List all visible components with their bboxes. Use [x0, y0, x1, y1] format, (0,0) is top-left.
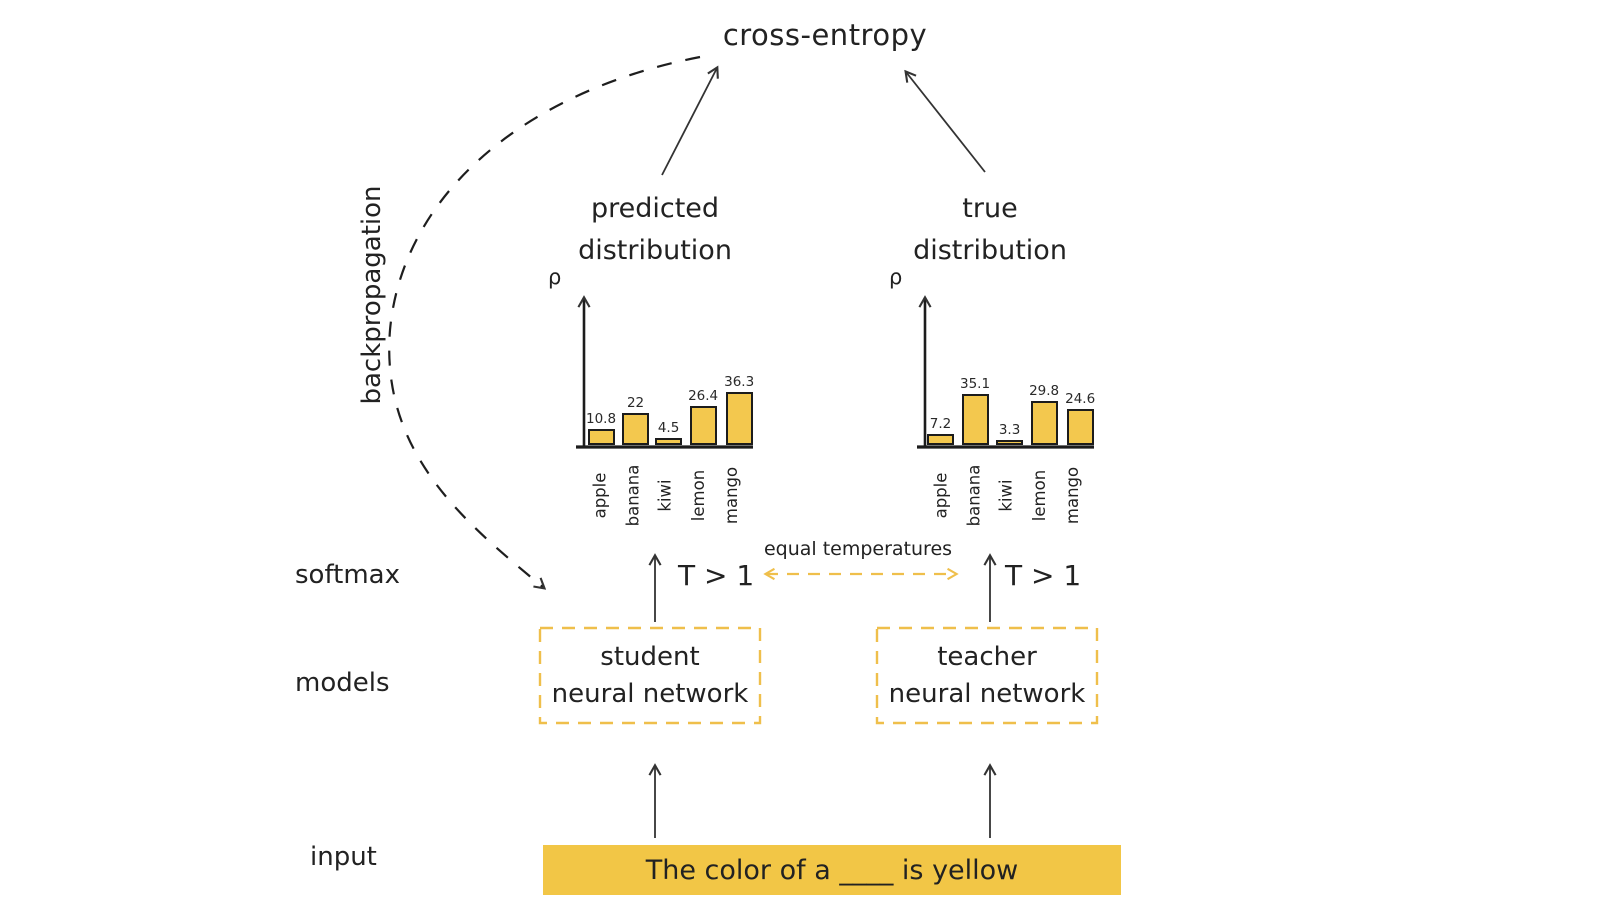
category-label-mango: mango	[1059, 452, 1086, 538]
teacher-box-border	[875, 626, 1099, 725]
category-label-text: kiwi	[997, 478, 1016, 512]
predicted-distribution-title: predicted distribution	[525, 188, 785, 272]
true-title-line2: distribution	[913, 235, 1067, 266]
bar-banana	[961, 394, 989, 445]
true-distribution-title: true distribution	[860, 188, 1120, 272]
teacher-box-line2: neural network	[888, 678, 1086, 709]
teacher-box-line1: teacher	[937, 641, 1037, 672]
bar-group-mango: 36.3	[724, 374, 754, 445]
temperature-left-label: T > 1	[678, 559, 755, 592]
bar-value-label: 36.3	[724, 374, 755, 390]
category-label-kiwi: kiwi	[652, 452, 679, 538]
category-label-banana: banana	[960, 452, 987, 538]
true-ylabel-rho: ρ	[889, 265, 903, 289]
bar-value-label: 22	[626, 395, 645, 411]
bar-group-banana: 22	[622, 395, 650, 445]
softmax-label: softmax	[295, 560, 400, 590]
equal-temperatures-label: equal temperatures	[763, 538, 953, 560]
category-label-text: mango	[1063, 466, 1082, 524]
true-distribution-categories: apple banana kiwi lemon mango	[927, 452, 1086, 538]
student-box-border	[538, 626, 762, 725]
arrow-true-to-crossentropy	[906, 72, 986, 173]
bar-value-label: 24.6	[1065, 391, 1096, 407]
teacher-neural-network-box: teacher neural network	[877, 628, 1097, 723]
true-distribution-bars: 7.2 35.1 3.3 29.8 24.6	[927, 376, 1095, 445]
predicted-distribution-categories: apple banana kiwi lemon mango	[586, 452, 745, 538]
input-sentence-box: The color of a ____ is yellow	[543, 845, 1121, 895]
category-label-text: apple	[931, 472, 951, 518]
bar-apple	[587, 429, 615, 445]
arrow-predicted-to-crossentropy	[661, 68, 717, 176]
backpropagation-dashed-arrow	[388, 55, 701, 588]
bar-value-label: 35.1	[960, 376, 991, 392]
student-box-line2: neural network	[551, 678, 749, 709]
bar-mango	[1066, 409, 1094, 445]
bar-group-lemon: 29.8	[1029, 383, 1059, 445]
category-label-text: banana	[964, 464, 984, 526]
bar-group-kiwi: 3.3	[996, 422, 1024, 445]
category-label-lemon: lemon	[685, 452, 712, 538]
true-title-line1: true	[962, 193, 1018, 224]
bar-value-label: 10.8	[586, 411, 617, 427]
cross-entropy-label: cross-entropy	[722, 18, 928, 52]
category-label-apple: apple	[586, 452, 613, 538]
bar-kiwi	[996, 440, 1024, 445]
predicted-ylabel-rho: ρ	[548, 265, 562, 289]
category-label-kiwi: kiwi	[993, 452, 1020, 538]
temperature-right-label: T > 1	[1005, 559, 1082, 592]
category-label-mango: mango	[718, 452, 745, 538]
student-neural-network-box: student neural network	[540, 628, 760, 723]
predicted-distribution-bars: 10.8 22 4.5 26.4 36.3	[586, 374, 754, 445]
bar-group-lemon: 26.4	[688, 388, 718, 445]
category-label-text: lemon	[1030, 469, 1049, 521]
backpropagation-label: backpropagation	[357, 185, 387, 405]
category-label-text: banana	[623, 464, 643, 526]
student-box-line1: student	[600, 641, 700, 672]
bar-kiwi	[655, 438, 683, 445]
bar-group-mango: 24.6	[1065, 391, 1095, 445]
bar-value-label: 7.2	[929, 416, 952, 432]
bar-banana	[622, 413, 650, 445]
category-label-text: mango	[722, 466, 741, 524]
bar-lemon	[689, 406, 717, 445]
bar-group-apple: 7.2	[927, 416, 954, 445]
category-label-text: apple	[590, 472, 610, 518]
category-label-text: lemon	[689, 469, 708, 521]
bar-group-apple: 10.8	[586, 411, 616, 445]
bar-group-banana: 35.1	[960, 376, 990, 445]
input-sentence-text: The color of a ____ is yellow	[645, 854, 1019, 886]
bar-mango	[725, 392, 753, 445]
bar-value-label: 3.3	[998, 422, 1021, 438]
category-label-lemon: lemon	[1026, 452, 1053, 538]
bar-lemon	[1030, 401, 1058, 445]
category-label-text: kiwi	[656, 478, 675, 512]
category-label-apple: apple	[927, 452, 954, 538]
bar-value-label: 26.4	[688, 388, 719, 404]
predicted-title-line1: predicted	[590, 193, 720, 224]
bar-value-label: 29.8	[1029, 383, 1060, 399]
input-label: input	[310, 842, 377, 872]
bar-apple	[927, 434, 954, 445]
category-label-banana: banana	[619, 452, 646, 538]
bar-group-kiwi: 4.5	[655, 420, 683, 445]
models-label: models	[295, 668, 390, 698]
predicted-title-line2: distribution	[578, 235, 732, 266]
bar-value-label: 4.5	[657, 420, 680, 436]
